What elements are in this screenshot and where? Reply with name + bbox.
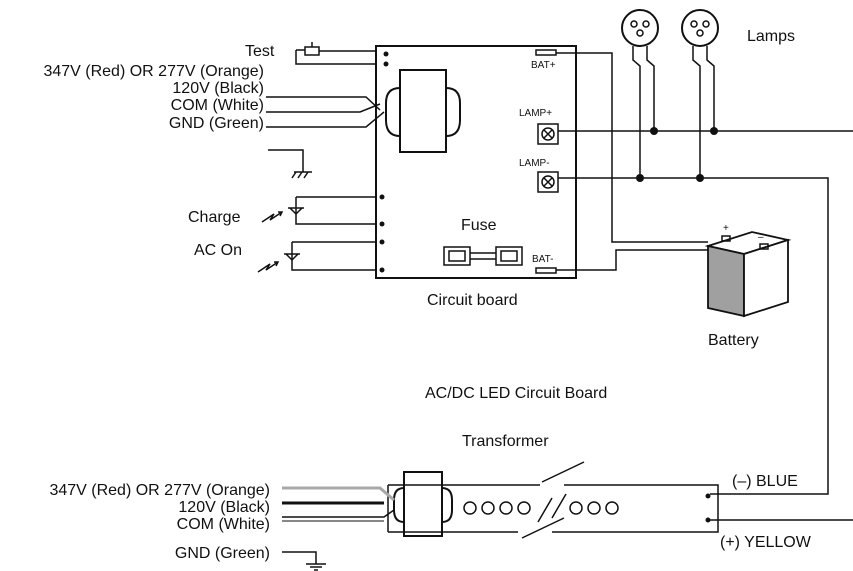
- led-strip: [387, 461, 719, 539]
- bottom-input-wires: [282, 486, 395, 571]
- lamp-minus-label: LAMP-: [519, 158, 550, 169]
- bat-minus-terminal: [535, 249, 708, 274]
- transformer-label: Transformer: [462, 433, 549, 450]
- circuit-board-outline: [375, 45, 577, 279]
- test-switch: [295, 42, 376, 65]
- bat-plus-terminal: [535, 49, 708, 243]
- top-input-347-label: 347V (Red) OR 277V (Orange): [43, 63, 264, 80]
- bottom-input-347-label: 347V (Red) OR 277V (Orange): [49, 482, 270, 499]
- battery-label: Battery: [708, 332, 759, 349]
- neg-blue-label: (–) BLUE: [732, 473, 798, 490]
- strip-transformer: [393, 471, 453, 537]
- bat-minus-label: BAT-: [532, 254, 553, 265]
- section-title: AC/DC LED Circuit Board: [425, 385, 607, 402]
- pos-yellow-label: (+) YELLOW: [720, 534, 812, 551]
- board-terminals: [379, 51, 389, 273]
- battery-plus-sign: +: [723, 223, 729, 234]
- bottom-gnd-label: GND (Green): [175, 545, 270, 562]
- fuse: [443, 246, 523, 266]
- board-transformer: [385, 69, 461, 153]
- top-input-wires: [266, 96, 385, 179]
- ac-on-label: AC On: [194, 242, 242, 259]
- top-gnd-label: GND (Green): [169, 115, 264, 132]
- bat-plus-label: BAT+: [531, 60, 556, 71]
- lamp-1: [621, 9, 659, 182]
- battery: [704, 231, 792, 318]
- top-input-120-label: 120V (Black): [172, 80, 264, 97]
- test-label: Test: [245, 43, 275, 60]
- charge-label: Charge: [188, 209, 241, 226]
- lamp-2: [681, 9, 719, 182]
- lamp-minus-terminal: [537, 171, 829, 495]
- battery-minus-sign: –: [758, 232, 764, 243]
- charge-led: [261, 196, 376, 225]
- fuse-label: Fuse: [461, 217, 497, 234]
- circuit-board-label: Circuit board: [427, 292, 518, 309]
- top-com-label: COM (White): [171, 97, 264, 114]
- bottom-input-120-label: 120V (Black): [178, 499, 270, 516]
- lamp-plus-terminal: [537, 123, 853, 145]
- ac-on-led: [257, 241, 376, 273]
- bottom-com-label: COM (White): [177, 516, 270, 533]
- lamps-label: Lamps: [747, 28, 795, 45]
- lamp-plus-label: LAMP+: [519, 108, 552, 119]
